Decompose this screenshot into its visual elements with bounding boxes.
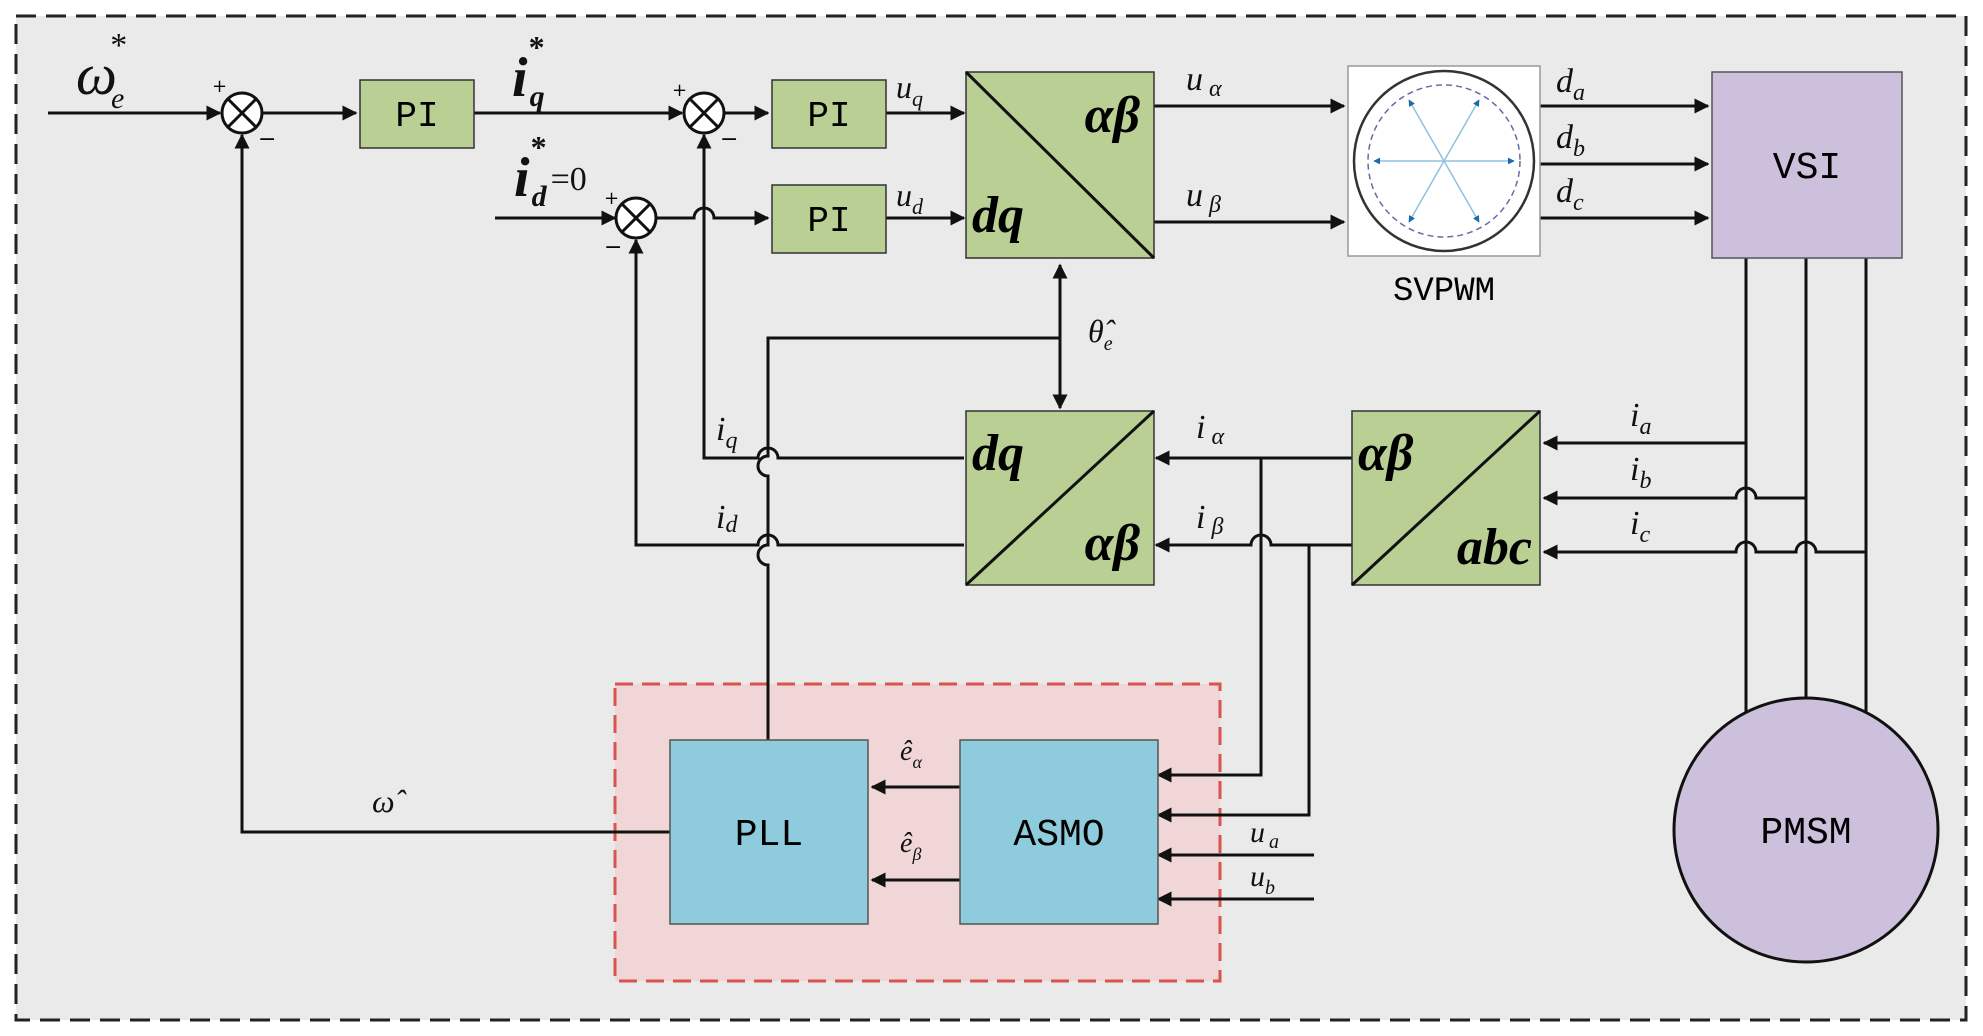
e-alpha-hat-label: êα	[900, 736, 922, 772]
asmo-block: ASMO	[959, 739, 1159, 925]
svpwm-label: SVPWM	[1393, 273, 1495, 311]
inverse-park-bottom: dq	[972, 187, 1024, 244]
uq-label: uq	[896, 69, 923, 111]
iq-feedback-label: iq	[716, 411, 737, 454]
db-label: db	[1556, 119, 1585, 162]
omega-ref-label: ωe*	[76, 27, 127, 115]
pll-block: PLL	[669, 739, 869, 925]
dc-label: dc	[1556, 173, 1584, 216]
summer-speed: + −	[212, 76, 276, 152]
park-block: dq αβ	[964, 409, 1156, 587]
asmo-label: ASMO	[1013, 814, 1104, 857]
ud-label: ud	[896, 177, 924, 219]
park-bottom: αβ	[1085, 515, 1141, 572]
clarke-top: αβ	[1358, 425, 1414, 482]
vsi-label: VSI	[1773, 147, 1841, 190]
pi-d-label: PI	[807, 201, 850, 242]
inverse-park-top: αβ	[1085, 87, 1141, 144]
signal-wires	[48, 98, 1868, 907]
ia-label: ia	[1630, 397, 1651, 440]
clarke-block: αβ abc	[1350, 409, 1542, 587]
summer-speed-minus: −	[258, 127, 276, 152]
summer-q-plus: +	[672, 80, 687, 101]
pi-q-label: PI	[807, 96, 850, 137]
summer-q: + −	[672, 80, 738, 152]
ub-input-label: ub	[1250, 860, 1275, 899]
summer-q-minus: −	[720, 127, 738, 152]
summer-d-plus: +	[604, 188, 619, 209]
summer-d-minus: −	[604, 235, 622, 260]
pi-speed-label: PI	[395, 96, 438, 137]
pmsm-label: PMSM	[1760, 812, 1851, 855]
id-ref-label: id*=0	[514, 129, 587, 213]
pll-label: PLL	[735, 814, 803, 857]
svpwm-vector-icon	[1373, 99, 1515, 223]
pi-speed-block: PI	[359, 79, 475, 149]
ib-label: ib	[1630, 451, 1651, 494]
clarke-bottom: abc	[1457, 519, 1532, 576]
summer-d: + −	[604, 188, 658, 260]
vsi-block: VSI	[1711, 71, 1903, 259]
svpwm-block	[1347, 65, 1541, 257]
pi-d-block: PI	[771, 184, 887, 254]
summer-speed-plus: +	[212, 76, 227, 97]
da-label: da	[1556, 63, 1585, 106]
ic-label: ic	[1630, 505, 1650, 548]
pmsm-motor: PMSM	[1672, 696, 1940, 964]
park-top: dq	[972, 425, 1024, 482]
e-beta-hat-label: êβ	[900, 828, 921, 864]
id-feedback-label: id	[716, 499, 738, 538]
iq-ref-label: iq*	[512, 29, 545, 113]
pi-q-block: PI	[771, 79, 887, 149]
inverse-park-block: αβ dq	[964, 70, 1156, 260]
